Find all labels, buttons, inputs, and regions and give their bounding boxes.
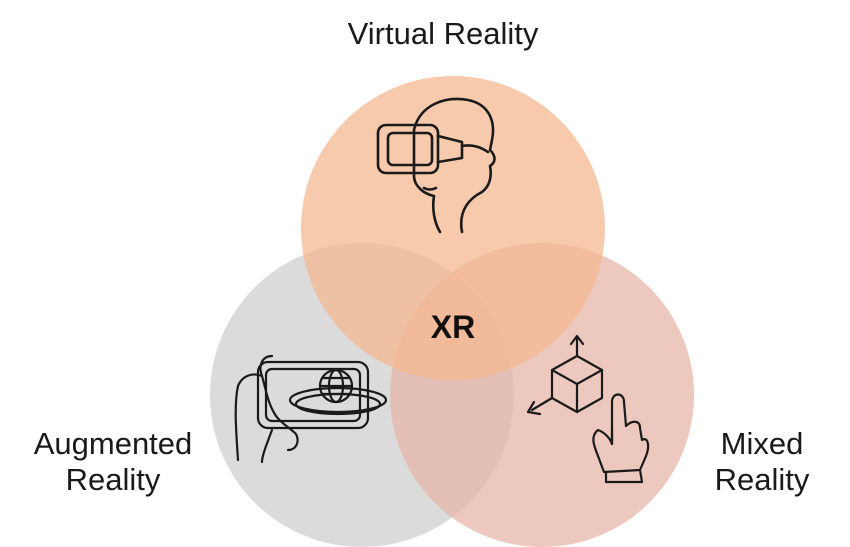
virtual-reality-label: Virtual Reality: [300, 16, 586, 52]
ar-phone-globe-icon: [234, 354, 388, 464]
xr-center-label: XR: [430, 309, 476, 345]
mixed-reality-label-line-1: Mixed: [720, 426, 804, 461]
augmented-reality-label-line-2: Reality: [65, 462, 161, 497]
mixed-reality-label: Mixed Reality: [682, 426, 842, 498]
mixed-reality-label-line-2: Reality: [714, 462, 810, 497]
mr-hand-cube-icon: [526, 334, 650, 484]
augmented-reality-label: Augmented Reality: [8, 426, 218, 498]
virtual-reality-label-line-1: Virtual Reality: [347, 16, 539, 51]
vr-headset-icon: [376, 97, 496, 234]
augmented-reality-label-line-1: Augmented: [33, 426, 193, 461]
